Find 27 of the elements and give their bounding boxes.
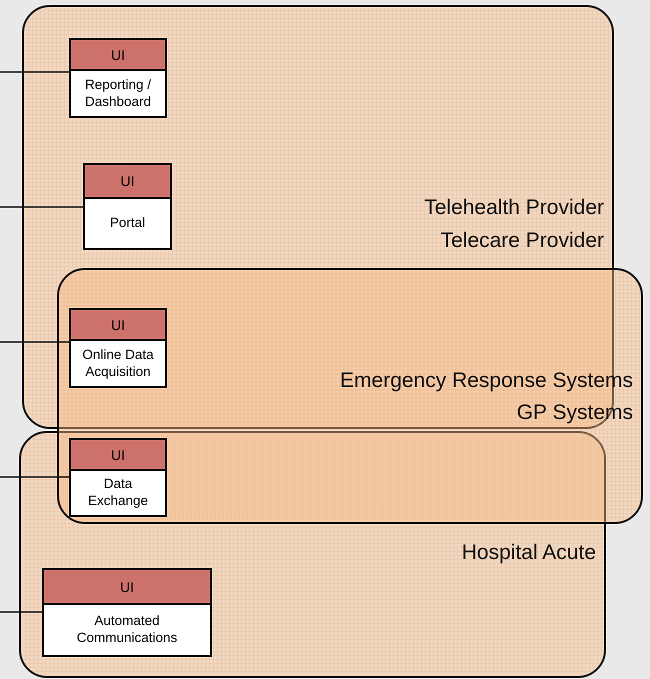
component-header: UI [85, 165, 170, 199]
component-box [83, 163, 172, 250]
component-label: Portal [108, 214, 146, 232]
system-region [57, 268, 643, 524]
component-box [69, 308, 167, 388]
region-label: Telehealth Provider [424, 195, 604, 221]
component-box [42, 568, 212, 657]
component-header: UI [71, 310, 165, 341]
region-label: GP Systems [516, 400, 633, 426]
connector-line [0, 341, 69, 343]
component-label: Online Data Acquisition [81, 346, 155, 381]
component-header: UI [71, 440, 165, 471]
connector-line [0, 71, 69, 73]
region-label: Emergency Response Systems [340, 368, 633, 394]
region-label: Hospital Acute [462, 540, 596, 566]
region-label: Telecare Provider [440, 228, 604, 254]
connector-line [0, 476, 69, 478]
component-header: UI [44, 570, 210, 605]
component-label: Reporting / Dashboard [84, 76, 152, 110]
component-box [69, 38, 167, 118]
component-label: Data Exchange [86, 475, 150, 510]
component-box [69, 438, 167, 517]
connector-line [0, 611, 42, 613]
system-region [19, 431, 606, 678]
connector-line [0, 206, 83, 208]
component-header: UI [71, 40, 165, 71]
component-label: Automated Communications [76, 612, 178, 647]
